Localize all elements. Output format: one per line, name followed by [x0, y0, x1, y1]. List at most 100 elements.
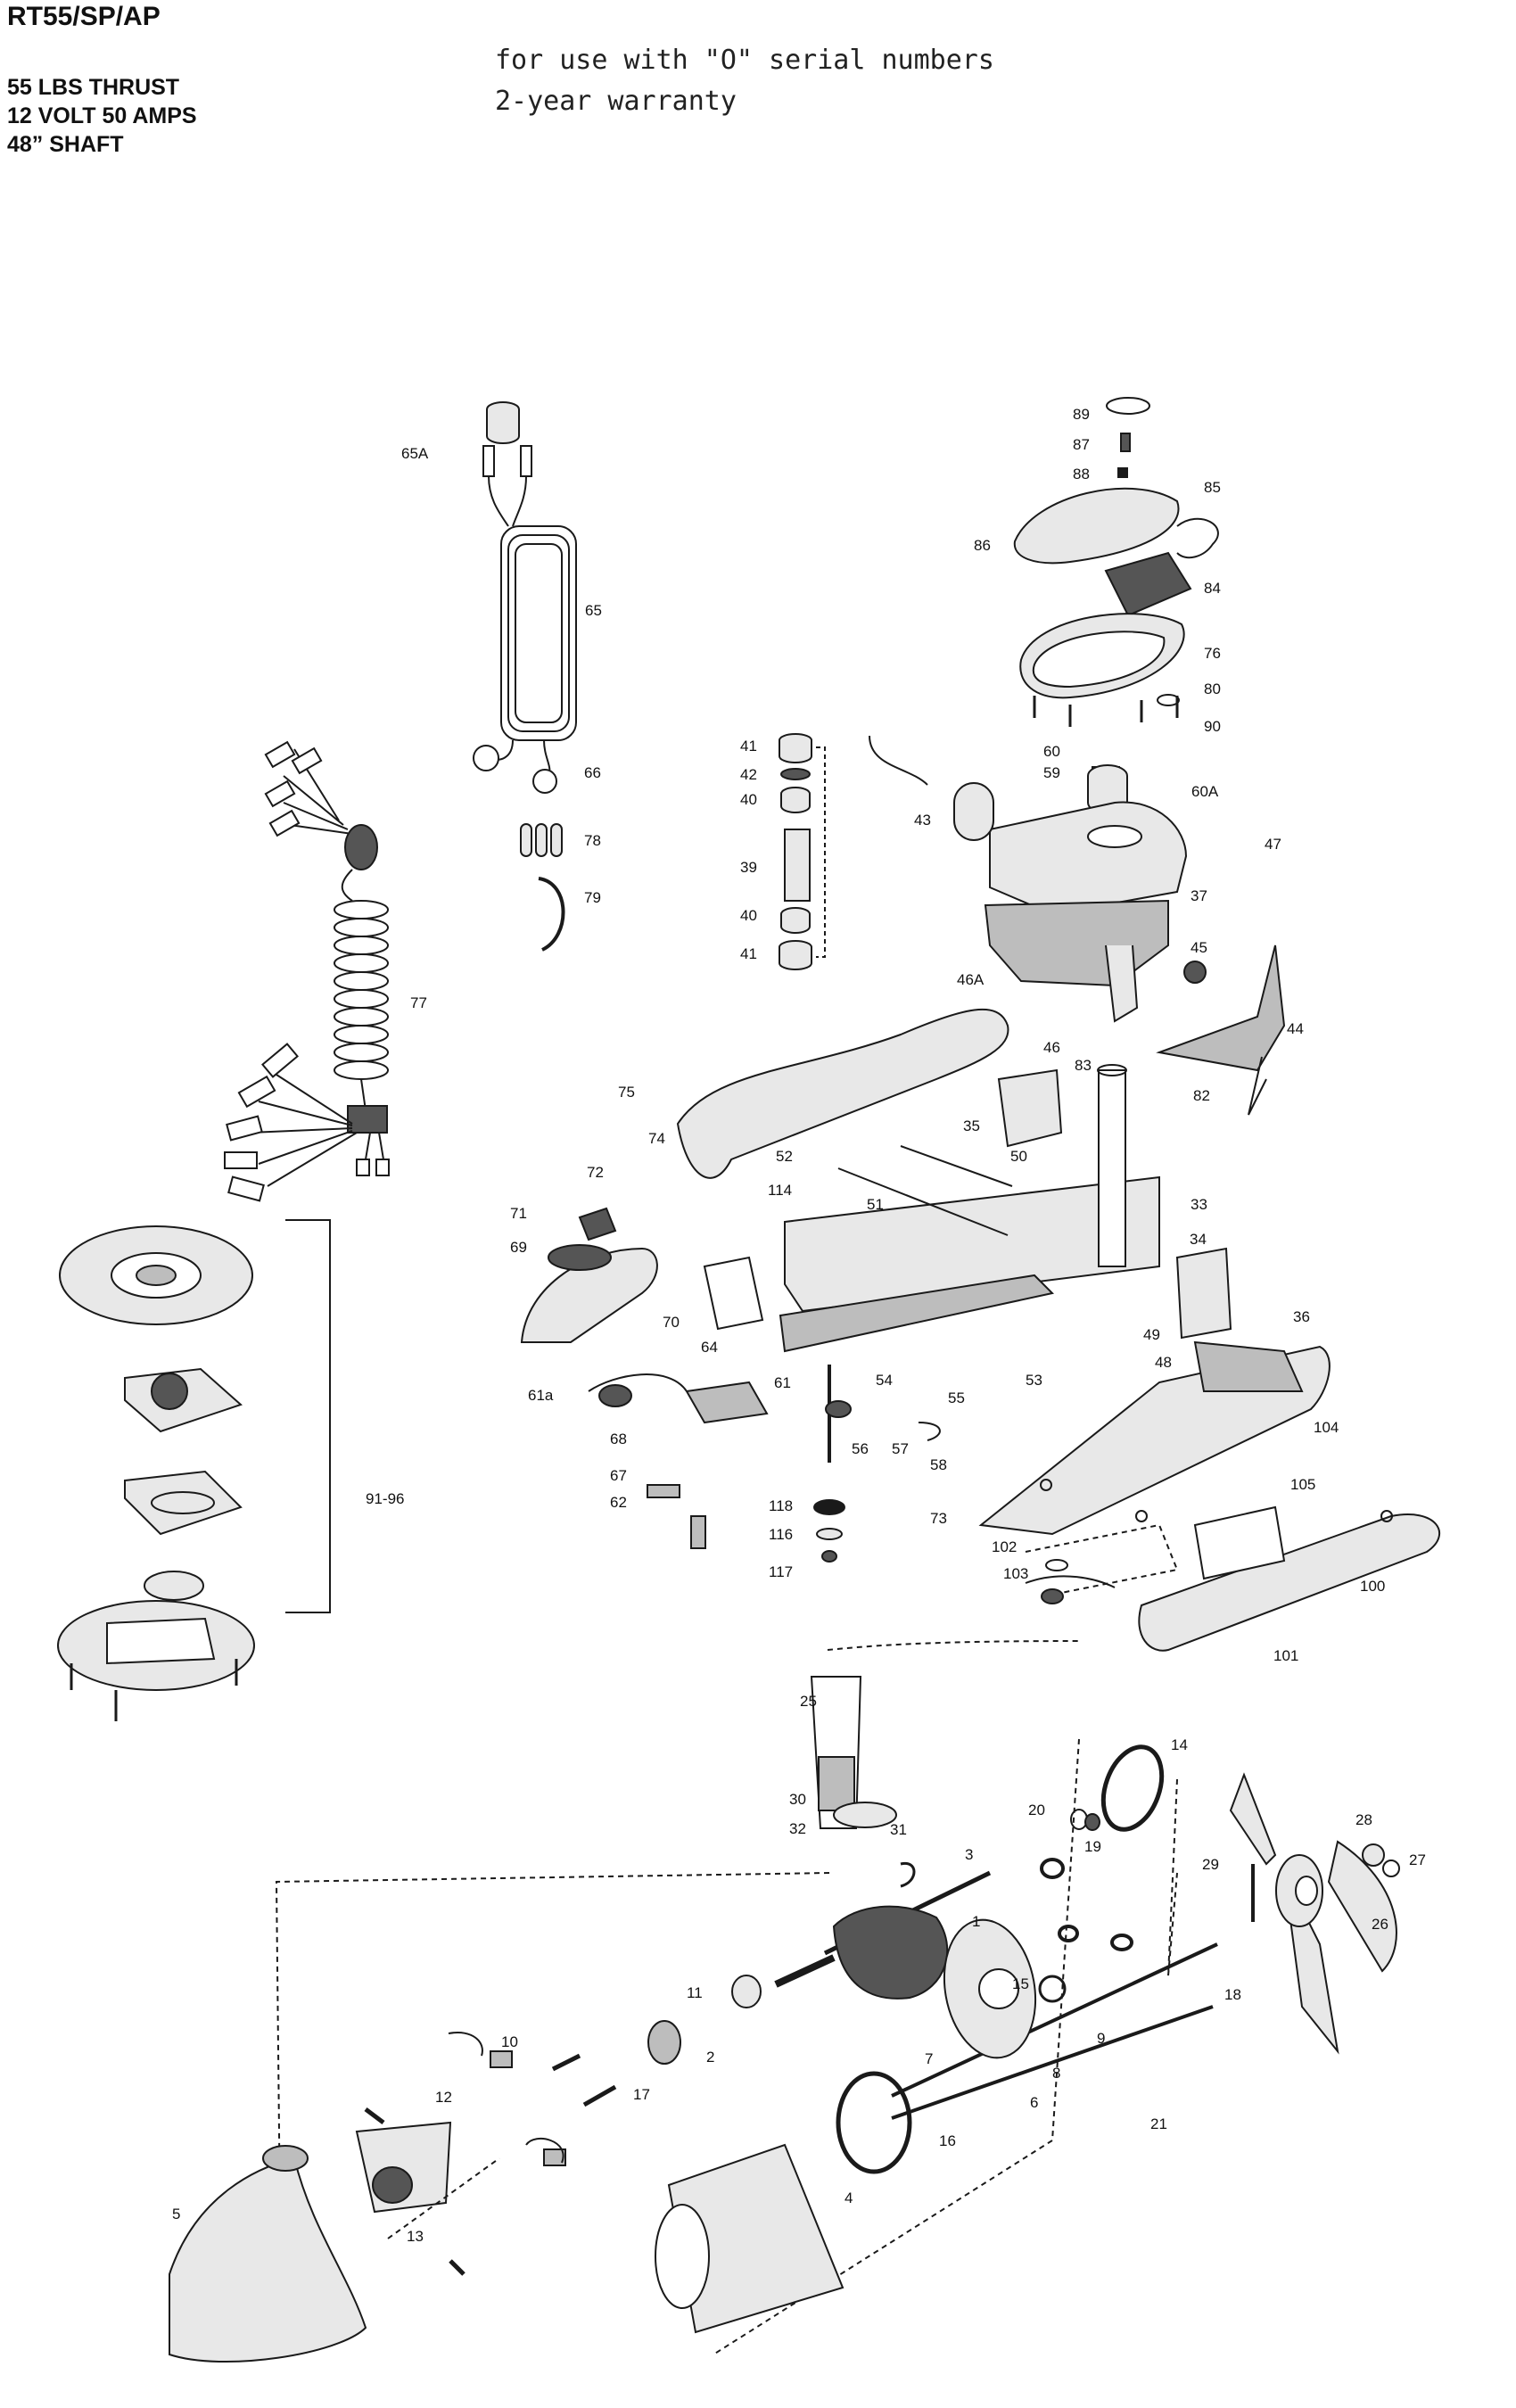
part-label: 17 [633, 2086, 650, 2103]
part-label: 55 [948, 1390, 965, 1406]
model-title: RT55/SP/AP [7, 2, 161, 31]
part-label: 18 [1224, 1986, 1241, 2003]
part-label: 72 [587, 1164, 604, 1181]
part-label: 67 [610, 1467, 627, 1484]
bow-mount [676, 1008, 1232, 1353]
part-label: 82 [1193, 1087, 1210, 1104]
warranty-note: 2-year warranty [495, 86, 737, 117]
part-label: 61a [528, 1387, 554, 1404]
part-label: 48 [1155, 1354, 1172, 1371]
motor-assembly [169, 1640, 1400, 2363]
part-label: 83 [1075, 1057, 1092, 1074]
bearing-stack [779, 733, 826, 970]
part-label: 4 [845, 2189, 853, 2206]
foot-pedal-assembly [57, 1219, 331, 1721]
part-label: 37 [1191, 887, 1207, 904]
thrust-spec: 55 LBS THRUST [7, 75, 180, 100]
shaft-spec: 48” SHAFT [7, 132, 124, 157]
part-label: 43 [914, 812, 931, 829]
part-label-layer: 65A 65 66 78 79 77 91-96 89 87 88 85 86 … [172, 406, 1426, 2245]
part-label: 32 [789, 1820, 806, 1837]
part-label: 7 [925, 2050, 933, 2067]
part-label: 8 [1052, 2065, 1060, 2082]
part-label: 1 [972, 1913, 980, 1930]
side-covers [978, 1340, 1441, 1652]
part-label: 57 [892, 1440, 909, 1457]
part-label: 70 [663, 1314, 680, 1331]
part-label: 71 [510, 1205, 527, 1222]
part-label: 50 [1010, 1148, 1027, 1165]
part-label: 14 [1171, 1736, 1188, 1753]
part-label: 25 [800, 1693, 817, 1710]
part-label: 19 [1084, 1838, 1101, 1855]
part-label: 3 [965, 1846, 973, 1863]
part-label: 5 [172, 2206, 180, 2222]
part-label: 89 [1073, 406, 1090, 423]
part-label: 9 [1097, 2030, 1105, 2047]
part-label: 59 [1043, 764, 1060, 781]
part-label: 74 [648, 1130, 665, 1147]
part-label: 13 [407, 2228, 424, 2245]
part-label: 40 [740, 907, 757, 924]
part-label: 102 [992, 1538, 1017, 1555]
part-label: 116 [769, 1526, 793, 1543]
part-label: 40 [740, 791, 757, 808]
part-label: 15 [1012, 1975, 1029, 1992]
part-label: 85 [1204, 479, 1221, 496]
power-cable [473, 401, 577, 794]
control-board [520, 1207, 769, 1549]
part-label: 58 [930, 1456, 947, 1473]
part-label: 45 [1191, 939, 1207, 956]
part-label: 117 [769, 1563, 793, 1580]
part-label: 26 [1372, 1916, 1388, 1933]
part-label: 66 [584, 764, 601, 781]
part-label: 49 [1143, 1326, 1160, 1343]
part-label: 87 [1073, 436, 1090, 453]
part-label: 39 [740, 859, 757, 876]
hardware [813, 1365, 1116, 1604]
part-label: 91-96 [366, 1490, 404, 1507]
part-label: 31 [890, 1821, 907, 1838]
part-label: 86 [974, 537, 991, 554]
part-label: 78 [584, 832, 601, 849]
part-label: 101 [1273, 1647, 1298, 1664]
part-label: 33 [1191, 1196, 1207, 1213]
part-label: 104 [1314, 1419, 1339, 1436]
part-label: 16 [939, 2132, 956, 2149]
part-label: 76 [1204, 645, 1221, 662]
part-label: 90 [1204, 718, 1221, 735]
part-label: 12 [435, 2089, 452, 2106]
part-label: 69 [510, 1239, 527, 1256]
part-label: 36 [1293, 1308, 1310, 1325]
part-label: 60A [1191, 783, 1219, 800]
power-spec: 12 VOLT 50 AMPS [7, 103, 197, 128]
part-label: 84 [1204, 580, 1221, 597]
part-label: 65 [585, 602, 602, 619]
steering-housing [869, 735, 1286, 1116]
part-label: 88 [1073, 466, 1090, 482]
part-label: 34 [1190, 1231, 1207, 1248]
part-label: 29 [1202, 1856, 1219, 1873]
part-label: 41 [740, 945, 757, 962]
part-label: 46A [957, 971, 985, 988]
part-label: 10 [501, 2033, 518, 2050]
part-label: 35 [963, 1117, 980, 1134]
part-label: 11 [687, 1984, 703, 2001]
part-label: 64 [701, 1339, 718, 1356]
part-label: 62 [610, 1494, 627, 1511]
part-label: 2 [706, 2049, 714, 2066]
part-label: 42 [740, 766, 757, 783]
part-label: 41 [740, 738, 757, 755]
part-label: 68 [610, 1431, 627, 1447]
part-label: 114 [768, 1182, 792, 1199]
coil-cord [224, 740, 390, 1202]
part-label: 105 [1290, 1476, 1315, 1493]
part-label: 28 [1355, 1811, 1372, 1828]
part-label: 47 [1265, 836, 1281, 853]
part-label: 73 [930, 1510, 947, 1527]
part-label: 75 [618, 1084, 635, 1101]
part-label: 46 [1043, 1039, 1060, 1056]
part-label: 56 [852, 1440, 869, 1457]
part-label: 20 [1028, 1802, 1045, 1818]
